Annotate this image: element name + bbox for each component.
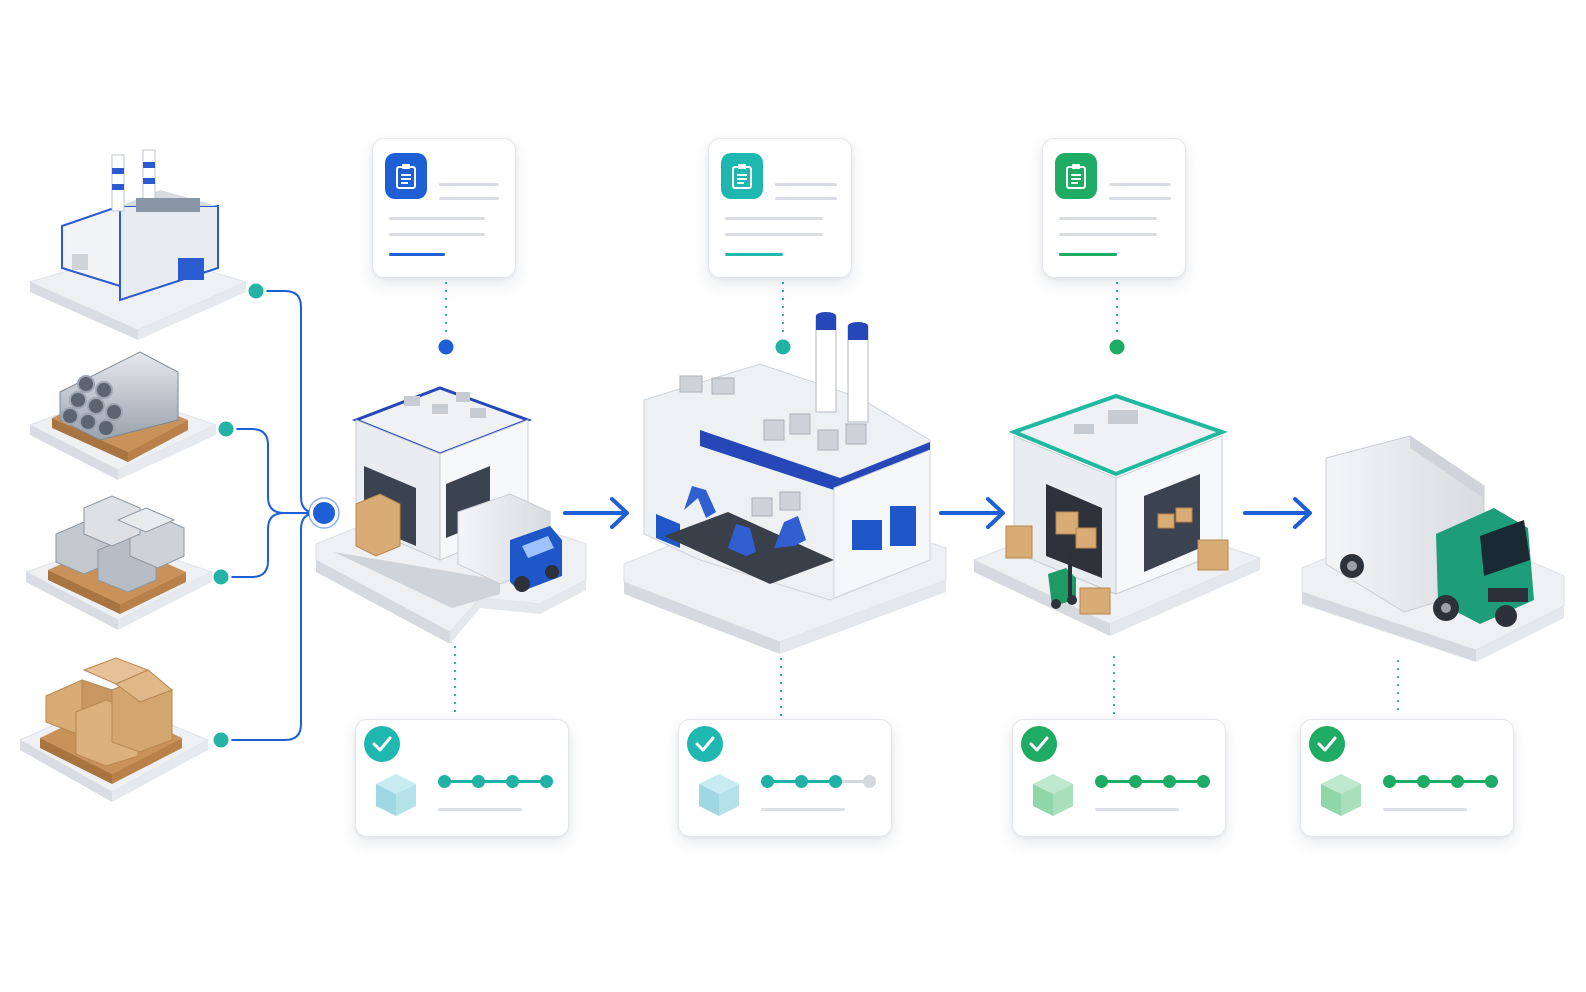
connector-factory [256,290,318,514]
connector-node-boxes [210,729,232,751]
clipboard-icon [385,153,427,199]
checkmark-icon [1021,726,1057,762]
document-accent-bar [1059,253,1117,256]
progress-step [795,775,808,788]
progress-step [1417,775,1430,788]
clipboard-icon [721,153,763,199]
status-card-receiving[interactable] [355,719,569,837]
progress-step [506,775,519,788]
progress-step [1451,775,1464,788]
status-card-distribution[interactable] [1012,719,1226,837]
progress-step [1163,775,1176,788]
package-icon [1033,774,1073,816]
progress-step [863,775,876,788]
document-card-manufacturing[interactable] [708,138,852,278]
progress-step [1129,775,1142,788]
document-card-distribution[interactable] [1042,138,1186,278]
connector-node-pipes [215,418,237,440]
doc-node-2 [772,336,794,358]
doc-node-3 [1106,336,1128,358]
package-icon [1321,774,1361,816]
connector-node-ingots [210,566,232,588]
status-card-manufacturing[interactable] [678,719,892,837]
progress-step [540,775,553,788]
progress-step [472,775,485,788]
clipboard-icon [1055,153,1097,199]
progress-step [829,775,842,788]
connector-boxes [221,512,318,741]
flow-arrow-3 [1243,497,1312,529]
package-icon [376,774,416,816]
checkmark-icon [687,726,723,762]
progress-step [1383,775,1396,788]
progress-step [1197,775,1210,788]
status-card-delivery[interactable] [1300,719,1514,837]
checkmark-icon [1309,726,1345,762]
progress-step [1095,775,1108,788]
document-card-receiving[interactable] [372,138,516,278]
progress-step [438,775,451,788]
document-accent-bar [725,253,783,256]
flow-arrow-1 [563,497,629,529]
document-accent-bar [389,253,445,256]
connector-pipes [226,428,323,514]
doc-node-1 [435,336,457,358]
progress-step [761,775,774,788]
connector-node-factory [245,280,267,302]
package-icon [699,774,739,816]
merge-node [309,498,339,528]
connector-ingots [221,512,285,578]
checkmark-icon [364,726,400,762]
flow-arrow-2 [939,497,1005,529]
progress-step [1485,775,1498,788]
